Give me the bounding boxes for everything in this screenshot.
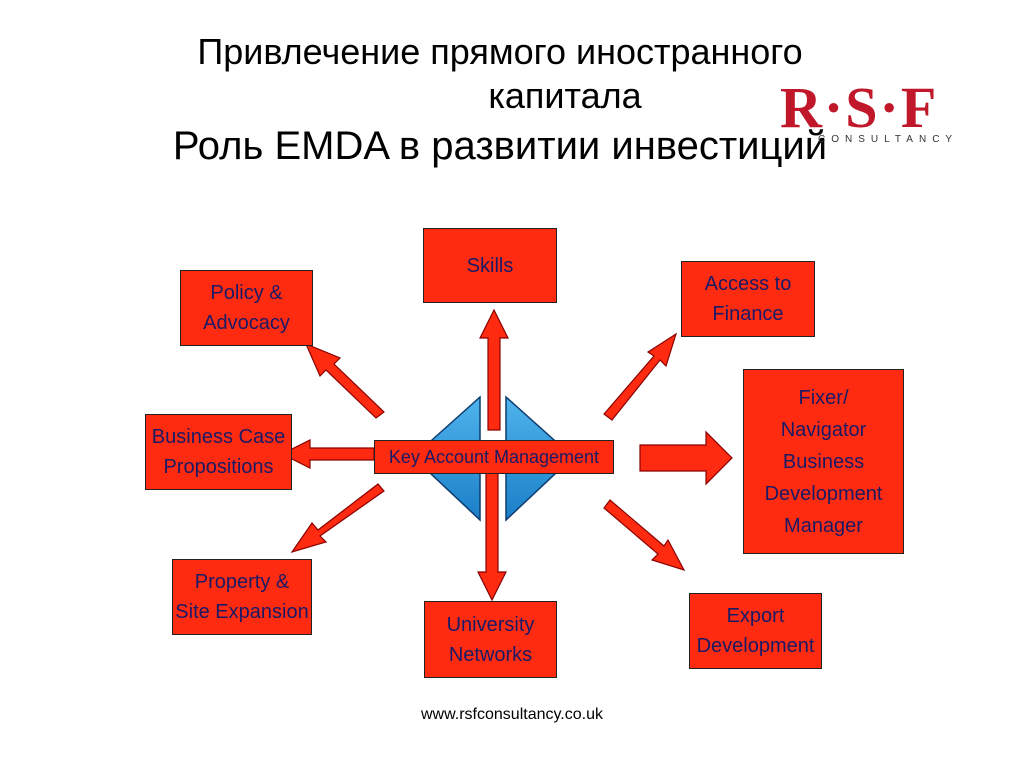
node-export-development: Export Development [689, 593, 822, 669]
logo-main-text: R·S·F [780, 75, 939, 140]
slide-title: Привлечение прямого иностранного капитал… [60, 30, 940, 170]
title-line-2: капитала [488, 75, 642, 116]
node-property-site: Property & Site Expansion [172, 559, 312, 635]
arrow-to-property [290, 483, 385, 554]
node-fixer-navigator: Fixer/ Navigator Business Development Ma… [743, 369, 904, 554]
arrow-to-skills [479, 308, 509, 431]
title-line-1: Привлечение прямого иностранного [197, 31, 803, 72]
arrow-to-university [477, 455, 507, 602]
logo-sub-text: CONSULTANCY [818, 134, 959, 145]
key-account-management: Key Account Management [374, 440, 614, 474]
arrow-to-fixer [639, 430, 733, 486]
arrow-to-access [603, 332, 678, 421]
node-skills: Skills [423, 228, 557, 303]
node-university-networks: University Networks [424, 601, 557, 678]
node-access-to-finance: Access to Finance [681, 261, 815, 337]
arrow-to-policy [304, 342, 385, 419]
arrow-to-export [603, 499, 686, 572]
node-business-case: Business Case Propositions [145, 414, 292, 490]
arrow-to-business-case [280, 439, 375, 469]
rsf-logo: R·S·F CONSULTANCY [780, 75, 1010, 150]
node-policy-advocacy: Policy & Advocacy [180, 270, 313, 346]
footer-url[interactable]: www.rsfconsultancy.co.uk [421, 706, 603, 723]
title-line-3: Роль EMDA в развитии инвестиций [172, 124, 828, 168]
